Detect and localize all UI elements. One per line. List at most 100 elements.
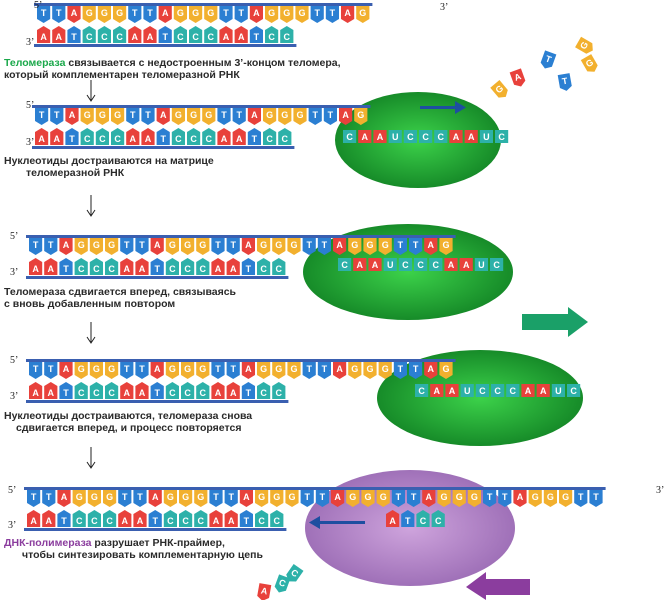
- bottom-nucleotide-3-7: A: [135, 258, 149, 275]
- svg-text:T: T: [254, 32, 260, 42]
- top-nucleotide-2-2: A: [65, 108, 79, 125]
- top-nucleotide-3-9: G: [165, 238, 179, 255]
- svg-text:U: U: [387, 260, 394, 270]
- top-nucleotide-4-2: A: [59, 362, 73, 379]
- bottom-nucleotide-2-9: C: [171, 128, 185, 145]
- top-nucleotide-5-17: G: [285, 490, 299, 507]
- svg-text:C: C: [479, 386, 486, 396]
- svg-text:G: G: [78, 364, 85, 374]
- bottom-nucleotide-2-8: T: [156, 128, 170, 145]
- top-nucleotide-3-10: G: [181, 238, 195, 255]
- top-nucleotide-5-5: G: [103, 490, 117, 507]
- ext-nucleotide-5-11: G: [528, 490, 542, 507]
- ext-nucleotide-5-2: T: [391, 490, 405, 507]
- svg-text:T: T: [54, 110, 60, 120]
- top-nucleotide-5-8: A: [148, 490, 162, 507]
- svg-text:T: T: [48, 364, 54, 374]
- caption-step-1-line2: который комплементарен теломеразной РНК: [4, 69, 240, 81]
- top-nucleotide-5-21: G: [346, 490, 360, 507]
- caption-step-4: Нуклеотиды достраиваются, теломераза сно…: [4, 410, 252, 434]
- top-nucleotide-4-3: G: [74, 362, 88, 379]
- ext-nucleotide-5-6: G: [452, 490, 466, 507]
- svg-text:A: A: [32, 388, 39, 398]
- ext-nucleotide-5-8: T: [483, 490, 497, 507]
- svg-text:A: A: [357, 260, 364, 270]
- bottom-nucleotide-1-16: C: [280, 26, 294, 43]
- svg-text:G: G: [199, 364, 206, 374]
- svg-text:T: T: [246, 388, 252, 398]
- rna-template-2-10: C: [495, 130, 509, 143]
- bottom-nucleotide-4-2: T: [59, 382, 73, 399]
- svg-text:T: T: [215, 240, 221, 250]
- svg-text:G: G: [99, 110, 106, 120]
- top-nucleotide-3-0: T: [29, 238, 43, 255]
- top-nucleotide-1-6: T: [128, 6, 142, 23]
- top-nucleotide-2-11: G: [202, 108, 216, 125]
- top-nucleotide-5-19: T: [315, 490, 329, 507]
- svg-text:A: A: [145, 134, 152, 144]
- svg-text:T: T: [137, 492, 143, 502]
- svg-text:A: A: [69, 110, 76, 120]
- svg-text:A: A: [525, 386, 532, 396]
- top-nucleotide-5-20: A: [331, 490, 345, 507]
- svg-text:G: G: [471, 492, 478, 502]
- svg-text:T: T: [413, 364, 419, 374]
- top-nucleotide-3-15: G: [257, 238, 271, 255]
- ext-nucleotide-5-5: G: [437, 490, 451, 507]
- svg-text:A: A: [230, 388, 237, 398]
- ext-nucleotide-5-12: G: [543, 490, 557, 507]
- ext-nucleotide-5-4: A: [422, 490, 436, 507]
- top-nucleotide-4-5: G: [105, 362, 119, 379]
- bottom-nucleotide-5-16: C: [270, 510, 284, 527]
- telomerase-enzyme-4: [377, 350, 583, 446]
- bottom-nucleotide-2-16: C: [278, 128, 292, 145]
- svg-text:C: C: [108, 264, 115, 274]
- svg-text:C: C: [84, 134, 91, 144]
- svg-text:T: T: [154, 388, 160, 398]
- svg-text:G: G: [260, 364, 267, 374]
- svg-text:A: A: [54, 134, 61, 144]
- svg-text:G: G: [283, 8, 290, 18]
- bottom-nucleotide-4-14: T: [241, 382, 255, 399]
- bottom-nucleotide-5-12: A: [209, 510, 223, 527]
- enzyme-arrow-2-shaft: [420, 106, 455, 109]
- svg-text:A: A: [223, 32, 230, 42]
- svg-text:T: T: [405, 516, 411, 526]
- rna-template-2-4: C: [403, 130, 417, 143]
- rna-template-4-8: A: [536, 384, 550, 397]
- svg-text:C: C: [276, 264, 283, 274]
- top-nucleotide-5-12: T: [209, 490, 223, 507]
- svg-text:A: A: [40, 32, 47, 42]
- svg-text:C: C: [435, 516, 442, 526]
- label-3prime-4: 3’: [10, 391, 19, 402]
- svg-text:A: A: [32, 264, 39, 274]
- svg-text:A: A: [230, 264, 237, 274]
- top-nucleotide-2-21: G: [354, 108, 368, 125]
- svg-text:T: T: [145, 110, 151, 120]
- svg-text:G: G: [266, 110, 273, 120]
- free-nucleotide-5: G: [490, 80, 508, 98]
- svg-text:T: T: [71, 32, 77, 42]
- caption-step-5: ДНК-полимераза разрушает РНК-праймер, чт…: [4, 537, 263, 561]
- top-nucleotide-5-10: G: [179, 490, 193, 507]
- rna-template-4-0: C: [415, 384, 429, 397]
- rna-template-4-10: C: [567, 384, 581, 397]
- svg-text:T: T: [238, 8, 244, 18]
- ext-nucleotide-3-3: T: [409, 238, 423, 255]
- bottom-nucleotide-2-14: T: [247, 128, 261, 145]
- top-nucleotide-4-10: G: [181, 362, 195, 379]
- bottom-nucleotide-5-2: T: [57, 510, 71, 527]
- backbone-bottom-2: [32, 146, 295, 149]
- bottom-nucleotide-3-13: A: [226, 258, 240, 275]
- svg-text:G: G: [296, 110, 303, 120]
- bottom-nucleotide-4-9: C: [165, 382, 179, 399]
- bottom-nucleotide-4-4: C: [89, 382, 103, 399]
- rna-template-4-5: C: [491, 384, 505, 397]
- bottom-nucleotide-3-4: C: [89, 258, 103, 275]
- svg-text:G: G: [349, 492, 356, 502]
- label-5prime-2: 5’: [26, 100, 35, 111]
- top-nucleotide-1-14: A: [249, 6, 263, 23]
- rna-template-2-8: A: [464, 130, 478, 143]
- svg-text:C: C: [177, 32, 184, 42]
- svg-text:G: G: [366, 240, 373, 250]
